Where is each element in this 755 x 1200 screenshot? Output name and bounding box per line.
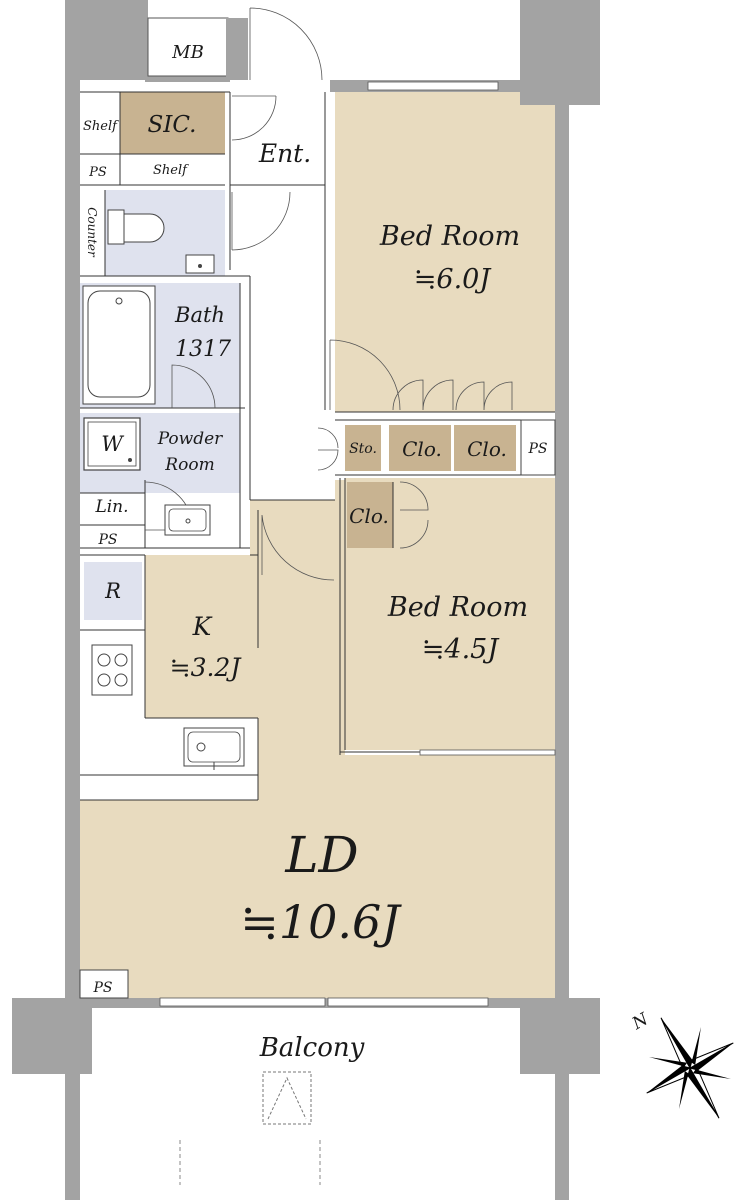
shelf-left-label: Shelf [83, 119, 119, 134]
clo3-label: Clo. [349, 504, 389, 528]
sic-label: SIC. [148, 112, 197, 138]
stove-icon [91, 644, 133, 696]
ld-name-label: LD [284, 826, 358, 884]
kitchen-size-label: ≒3.2J [170, 653, 243, 682]
ps-top-label: PS [88, 165, 107, 180]
ps-mid-label: PS [97, 532, 117, 548]
clo2-fill [454, 425, 516, 471]
sto-label: Sto. [349, 441, 377, 457]
sic-fill [120, 92, 225, 154]
bath-name-label: Bath [174, 303, 225, 327]
ld-room-fill [80, 480, 555, 998]
bedroom-1-fill [335, 92, 555, 412]
sink-icon [164, 504, 211, 536]
kitchen-name-label: K [192, 612, 213, 641]
bathtub-icon [82, 285, 156, 405]
sto-fill [345, 425, 381, 471]
linen-label: Lin. [94, 497, 128, 517]
clo2-label: Clo. [467, 437, 507, 461]
washer-label: W [101, 432, 125, 456]
shelf-bottom-label: Shelf [153, 163, 189, 178]
clo1-fill [389, 425, 451, 471]
bath-size-label: 1317 [175, 337, 231, 362]
compass-north-label: N [628, 1009, 653, 1035]
bed1-size-label: ≒6.0J [414, 264, 493, 295]
counter-label: Counter [85, 207, 99, 258]
powder-label-2: Room [164, 455, 214, 475]
balcony-label: Balcony [259, 1033, 365, 1063]
powder-label-1: Powder [157, 429, 223, 449]
bed1-name-label: Bed Room [379, 221, 520, 252]
bed2-size-label: ≒4.5J [422, 634, 501, 665]
bed2-name-label: Bed Room [387, 592, 528, 623]
toilet-icon [107, 209, 215, 274]
kitchen-sink-icon [183, 727, 245, 770]
compass-rose-icon [646, 1017, 734, 1119]
entrance-label: Ent. [258, 139, 311, 168]
clo3-fill [347, 482, 393, 548]
ps-bottom-label: PS [92, 980, 112, 996]
mb-label: MB [171, 42, 204, 63]
fridge-fill [84, 562, 142, 620]
ac-unit-icon [262, 1071, 312, 1125]
ps-right-label: PS [527, 441, 547, 457]
washer-icon [83, 417, 141, 471]
ld-size-label: ≒10.6J [240, 895, 402, 949]
clo1-label: Clo. [402, 437, 442, 461]
refrigerator-label: R [104, 579, 121, 603]
